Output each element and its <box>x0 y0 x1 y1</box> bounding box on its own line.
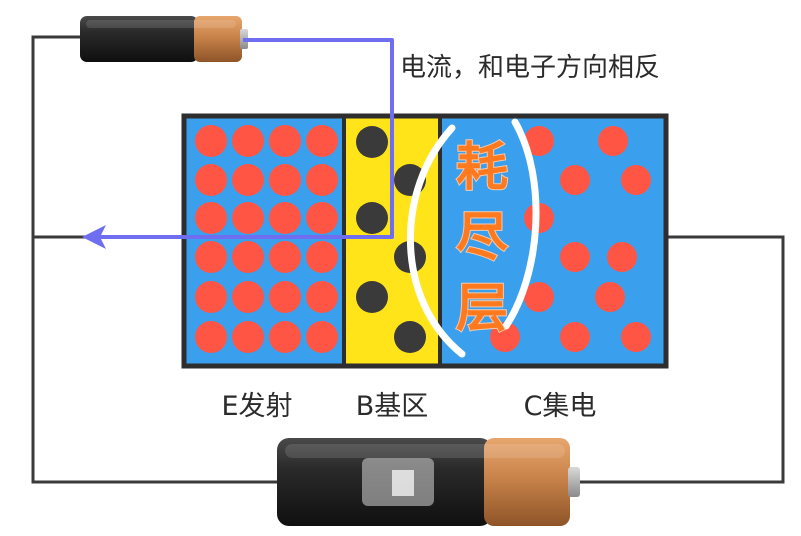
collector-electrons <box>490 126 651 352</box>
emitter-electron <box>306 164 338 196</box>
emitter-electron <box>306 281 338 313</box>
depletion-layer-label: 耗 尽 层 <box>455 137 509 340</box>
emitter-electron <box>269 281 301 313</box>
depletion-char-2: 尽 <box>456 208 508 268</box>
collector-electron <box>607 242 637 272</box>
current-arrow <box>82 38 394 249</box>
depletion-left-boundary <box>406 124 466 358</box>
current-annotation: 电流，和电子方向相反 <box>400 53 660 83</box>
block-border <box>181 113 669 369</box>
emitter-electrons <box>195 125 338 353</box>
emitter-electron <box>195 241 227 273</box>
emitter-electron <box>269 164 301 196</box>
emitter-electron <box>306 125 338 157</box>
emitter-electron <box>232 241 264 273</box>
collector-electron <box>524 126 554 156</box>
large-battery <box>277 438 580 526</box>
base-holes <box>356 126 426 353</box>
emitter-electron <box>306 202 338 234</box>
collector-electron <box>598 126 628 156</box>
collector-electron <box>560 242 590 272</box>
emitter-electron <box>195 164 227 196</box>
wire-emitter-loop <box>31 35 285 484</box>
emitter-electron <box>306 321 338 353</box>
emitter-electron <box>269 241 301 273</box>
emitter-electron <box>232 321 264 353</box>
depletion-boundaries <box>406 118 540 358</box>
label-emitter: E发射 <box>221 391 292 422</box>
base-hole <box>356 126 388 158</box>
collector-electron <box>595 282 625 312</box>
emitter-electron <box>195 125 227 157</box>
collector-electron <box>560 165 590 195</box>
emitter-electron <box>195 321 227 353</box>
arrow-head <box>82 225 106 249</box>
emitter-electron <box>306 241 338 273</box>
collector-electron <box>621 165 651 195</box>
wire-collector <box>575 235 785 484</box>
small-battery <box>80 16 248 62</box>
emitter-electron <box>195 202 227 234</box>
label-base: B基区 <box>356 391 429 422</box>
emitter-electron <box>269 321 301 353</box>
emitter-electron <box>232 281 264 313</box>
depletion-char-3: 层 <box>456 279 508 339</box>
emitter-electron <box>269 125 301 157</box>
semiconductor-block <box>181 113 669 369</box>
collector-electron <box>621 322 651 352</box>
base-hole <box>394 321 426 353</box>
base-hole <box>356 281 388 313</box>
emitter-electron <box>195 281 227 313</box>
collector-electron <box>490 322 520 352</box>
depletion-char-1: 耗 <box>456 138 508 198</box>
emitter-electron <box>232 125 264 157</box>
collector-electron <box>560 322 590 352</box>
label-collector: C集电 <box>524 391 597 422</box>
emitter-electron <box>269 202 301 234</box>
base-hole <box>356 202 388 234</box>
emitter-electron <box>232 164 264 196</box>
depletion-right-boundary <box>502 118 540 330</box>
collector-electron <box>524 282 554 312</box>
emitter-electron <box>232 202 264 234</box>
